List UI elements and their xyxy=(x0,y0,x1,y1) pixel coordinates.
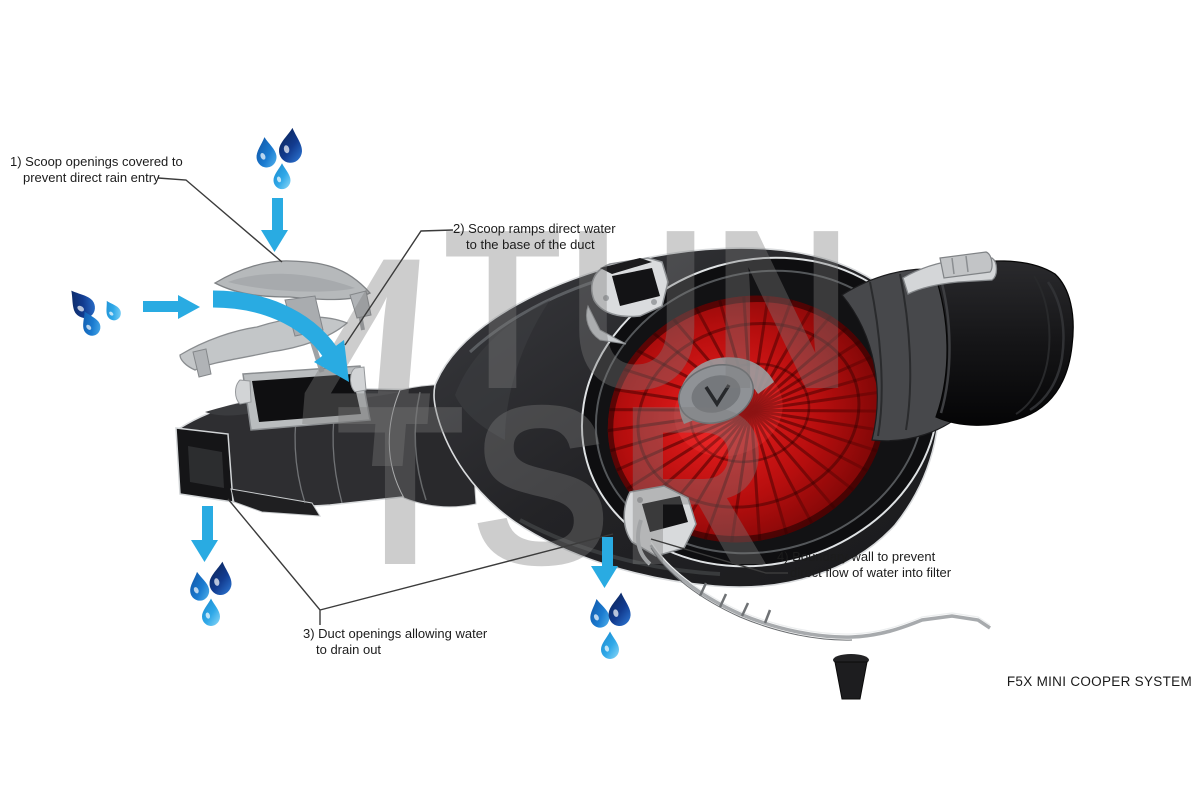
duct-inlet-collar xyxy=(235,365,371,431)
hose-clamp-part xyxy=(902,251,998,295)
hose-coupler-part xyxy=(841,251,1074,442)
mounting-bracket-part xyxy=(649,541,991,700)
housing-opening xyxy=(579,256,940,568)
intake-duct-part xyxy=(175,365,477,517)
stack-v-logo xyxy=(704,384,731,408)
air-scoop-part xyxy=(179,260,372,378)
cone-filter-part xyxy=(579,266,915,555)
velocity-stack-part xyxy=(678,357,774,424)
drain-funnel-part xyxy=(833,654,869,700)
top-filter-clamp xyxy=(586,257,669,345)
